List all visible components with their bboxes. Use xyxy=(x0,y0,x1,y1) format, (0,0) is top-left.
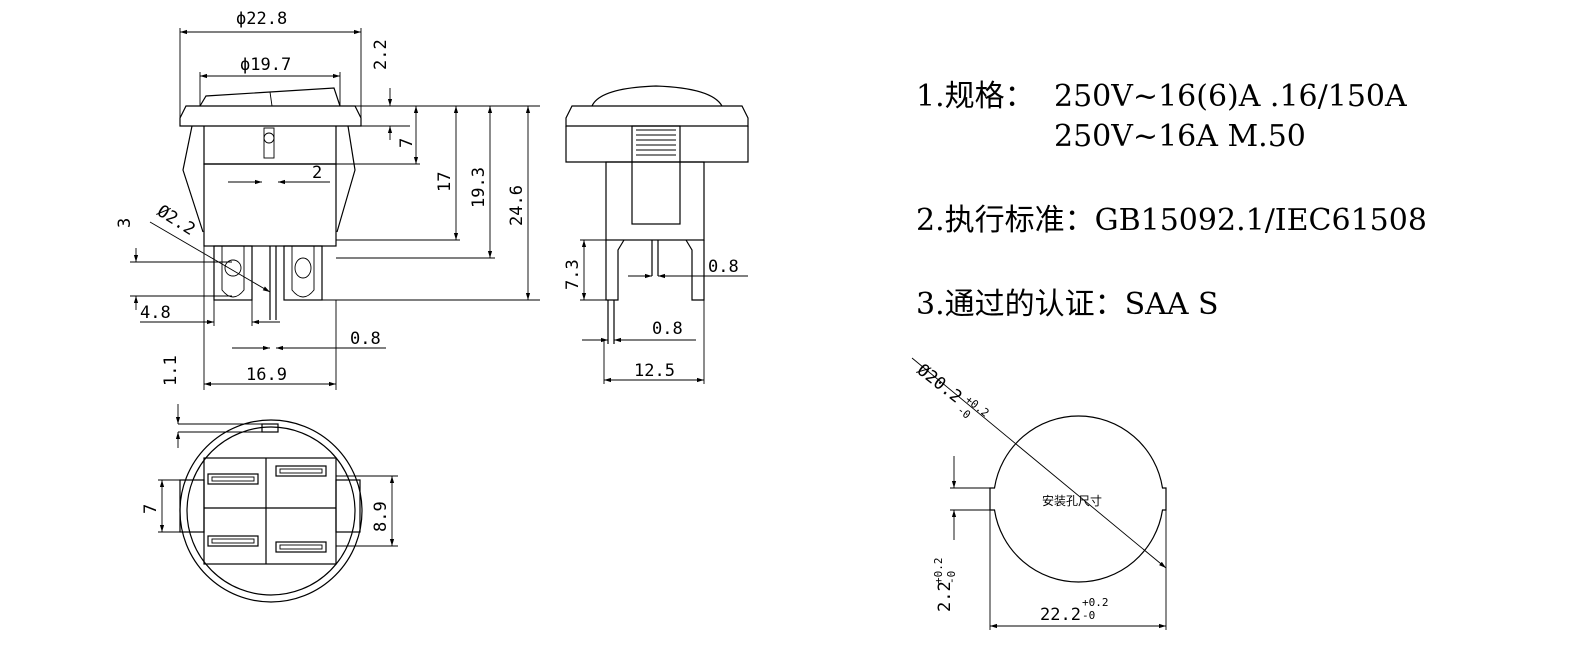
cutout-width: 22.2 xyxy=(1040,605,1081,625)
dim-7-bottom: 7 xyxy=(141,504,161,514)
spec-line1-value2: 250V~16A M.50 xyxy=(1054,119,1306,154)
side-bezel xyxy=(565,105,749,127)
front-view: ϕ22.8 ϕ19.7 2.2 7 17 19.3 24.6 2 Ø2.2 3 … xyxy=(115,9,540,390)
cutout-width-tol-plus: +0.2 xyxy=(1082,596,1109,609)
dim-16-9: 16.9 xyxy=(246,365,287,385)
bottom-terminals xyxy=(207,465,327,553)
dim-19-3: 19.3 xyxy=(469,167,489,208)
side-terminal-left xyxy=(605,239,625,301)
cutout-outline xyxy=(989,415,1167,583)
spec-line3: 3.通过的认证：SAA S xyxy=(916,287,1219,322)
dim-hole-2-2: Ø2.2 xyxy=(153,201,198,240)
dim-24-6: 24.6 xyxy=(507,185,527,226)
cutout-notch: 2.2 xyxy=(935,581,955,612)
dim-7-3: 7.3 xyxy=(563,259,583,290)
dim-1-1: 1.1 xyxy=(161,355,181,386)
cutout-notch-tol-minus: -0 xyxy=(945,571,958,584)
bottom-bezel-circle xyxy=(179,419,363,603)
front-clip-right xyxy=(336,125,356,233)
dim-17: 17 xyxy=(435,172,455,192)
dim-inner-diameter: ϕ19.7 xyxy=(240,55,291,75)
dim-2-2-top: 2.2 xyxy=(371,39,391,70)
side-body xyxy=(605,161,705,241)
dim-0-8-side-b: 0.8 xyxy=(652,319,683,339)
side-view: 7.3 0.8 0.8 12.5 xyxy=(563,85,749,384)
side-ribs xyxy=(636,129,676,156)
side-terminal-right xyxy=(685,239,705,301)
dim-12-5: 12.5 xyxy=(634,361,675,381)
cutout-width-tol-minus: -0 xyxy=(1082,609,1095,622)
dim-0-8-front: 0.8 xyxy=(350,329,381,349)
dim-4-8: 4.8 xyxy=(140,303,171,323)
spec-line1-label: 1.规格： xyxy=(916,79,1035,114)
front-rocker xyxy=(199,87,341,107)
front-clip-left xyxy=(182,125,204,233)
side-dome xyxy=(591,85,723,107)
bottom-view: 1.1 7 8.9 xyxy=(141,355,398,603)
dim-3: 3 xyxy=(115,218,135,228)
dim-7: 7 xyxy=(397,138,417,148)
dim-2: 2 xyxy=(312,163,322,183)
front-terminal-left xyxy=(213,245,253,301)
dim-8-9: 8.9 xyxy=(371,501,391,532)
spec-line1-value: 250V~16(6)A .16/150A xyxy=(1054,79,1407,114)
spec-line2: 2.执行标准：GB15092.1/IEC61508 xyxy=(916,203,1427,238)
cutout-diameter-tol-minus: -0 xyxy=(955,403,973,421)
cutout-diameter: Ø20.2 xyxy=(913,360,966,407)
dim-outer-diameter: ϕ22.8 xyxy=(236,9,287,29)
front-terminal-right xyxy=(283,245,323,301)
cutout-notch-tol-plus: +0.2 xyxy=(932,558,945,585)
specifications: 1.规格： 250V~16(6)A .16/150A 250V~16A M.50… xyxy=(916,79,1427,322)
cutout-label: 安装孔尺寸 xyxy=(1042,493,1102,508)
mounting-cutout: 安装孔尺寸 Ø20.2 +0.2 -0 2.2 +0.2 -0 22.2 +0.… xyxy=(911,357,1167,630)
front-bezel xyxy=(179,105,362,127)
dim-0-8-side-a: 0.8 xyxy=(708,257,739,277)
